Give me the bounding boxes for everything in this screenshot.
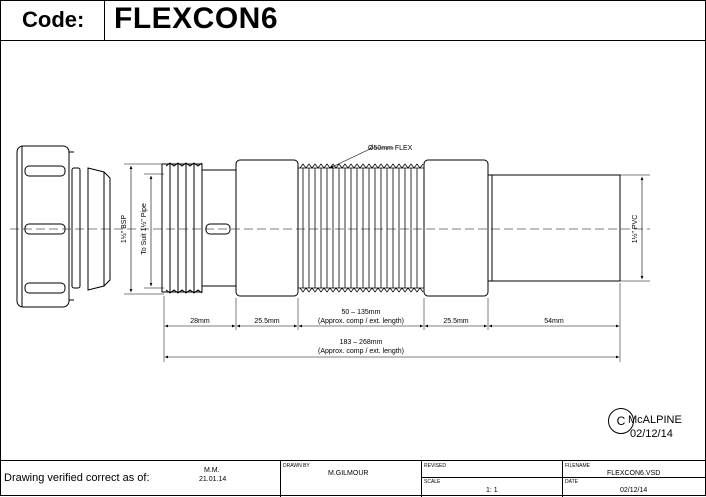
verified-label: Drawing verified correct as of:: [4, 472, 150, 484]
verified-date: 21.01.14: [199, 476, 227, 483]
dim-total-range: 183 – 268mm: [340, 339, 383, 346]
filename-label: FILENAME: [565, 463, 591, 469]
tb-divider-2: [421, 461, 422, 497]
dim-25-right-label: 25.5mm: [443, 318, 468, 325]
header-divider: [104, 0, 105, 40]
filename-value: FLEXCON6.VSD: [607, 470, 661, 477]
tb-divider-3: [562, 461, 563, 497]
verified-initials: M.M.: [204, 467, 220, 474]
flex-section: [298, 163, 424, 293]
date-label: DATE: [565, 479, 578, 485]
revised-label: REVISED: [424, 463, 446, 469]
product-code: FLEXCON6: [114, 2, 279, 35]
scale-value: 1: 1: [486, 487, 498, 494]
dim-28-label: 28mm: [190, 318, 210, 325]
code-label: Code:: [22, 7, 85, 32]
flex-callout: Ø50mm FLEX: [368, 145, 413, 152]
dim-flex-range: 50 – 135mm: [342, 309, 381, 316]
dim-flex-note: (Approx. comp / ext. length): [318, 318, 404, 325]
copyright-symbol: C: [608, 408, 634, 434]
washer: [71, 167, 81, 289]
dim-54-label: 54mm: [544, 318, 564, 325]
flex-leader: [329, 147, 373, 169]
drawn-by-value: M.GILMOUR: [328, 470, 369, 477]
left-collar: [235, 159, 299, 297]
tb-row-divider: [421, 477, 706, 478]
drawn-by-label: DRAWN BY: [283, 463, 310, 469]
compression-nut: [16, 145, 74, 308]
pvc-spigot: [487, 174, 621, 282]
scale-label: SCALE: [424, 479, 441, 485]
bsp-label: 1½" BSP: [120, 215, 128, 243]
pvc-label: 1½" PVC: [631, 215, 639, 244]
technical-drawing: 1½" BSP To Suit 1½" Pipe 1½" PVC Ø50mm F…: [10, 145, 650, 362]
title-block: Drawing verified correct as of: M.M. 21.…: [0, 460, 706, 497]
cone-seal: [87, 167, 111, 291]
brand-name: McALPINE: [628, 414, 682, 426]
dim-total-note: (Approx. comp / ext. length): [318, 348, 404, 355]
date-value: 02/12/14: [620, 487, 648, 494]
header-bar: Code: FLEXCON6: [0, 0, 706, 41]
dim-25-left-label: 25.5mm: [254, 318, 279, 325]
right-collar: [423, 159, 489, 297]
brand-date: 02/12/14: [630, 428, 673, 440]
threaded-bsp-end: [161, 162, 237, 294]
suit-pipe-label: To Suit 1½" Pipe: [140, 203, 148, 255]
tb-divider-1: [280, 461, 281, 497]
